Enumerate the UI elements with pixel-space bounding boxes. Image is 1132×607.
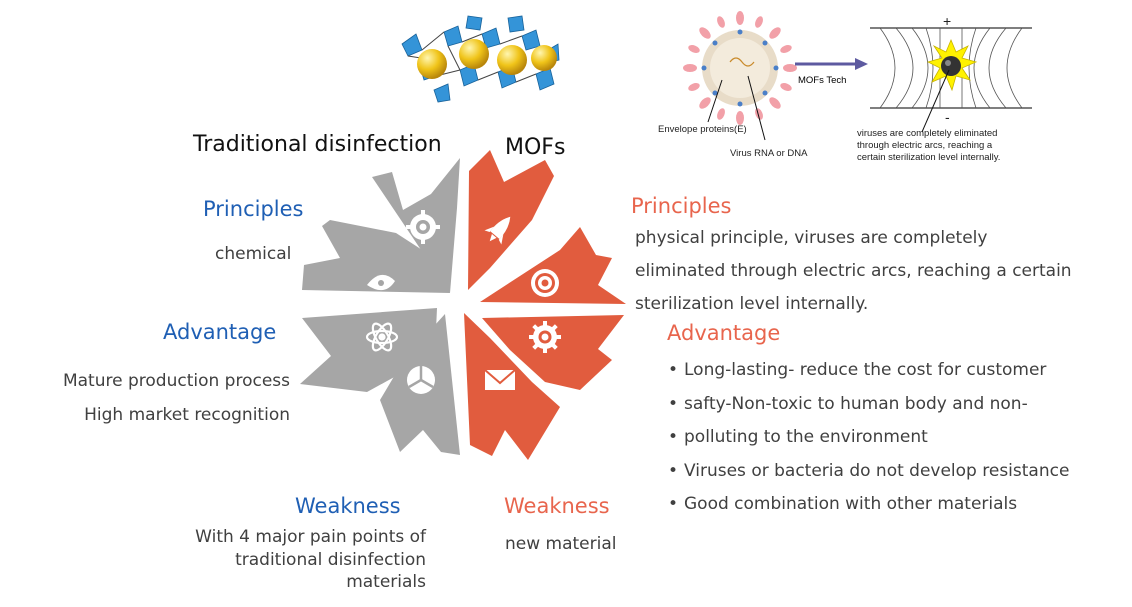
orange-petal-2 [480,227,626,304]
gray-petal-3 [300,308,437,392]
comparison-flower [300,150,626,460]
advantage-item: Long-lasting- reduce the cost for custom… [668,354,1069,388]
advantage-item: safty-Non-toxic to human body and non- [668,388,1069,422]
arrow-label: MOFs Tech [798,75,846,86]
left-advantage-text: Mature production process High market re… [63,364,290,432]
orange-petal-3 [482,315,624,390]
pie-icon [407,366,435,394]
plus-sign: + [943,13,951,29]
orange-petal-1 [468,150,554,290]
caption-line: certain sterilization level internally. [857,152,1001,163]
traditional-title: Traditional disinfection [193,132,442,157]
envelope-icon [484,369,516,390]
left-principles-text: chemical [215,244,292,264]
gear-icon [529,321,561,353]
rocket-icon [484,216,511,245]
eye-icon [367,274,395,291]
right-principles-heading: Principles [631,194,732,218]
right-weakness-heading: Weakness [504,494,610,518]
left-weakness-text: With 4 major pain points of traditional … [195,526,426,594]
right-weakness-text: new material [505,534,617,554]
advantage-item: Viruses or bacteria do not develop resis… [668,455,1069,489]
right-principles-line: eliminated through electric arcs, reachi… [635,261,1072,281]
left-advantage-line: High market recognition [84,405,290,425]
virus-mofs-illustration: MOFs Tech + - [683,11,1032,141]
caption-line: through electric arcs, reaching a [857,140,993,151]
left-advantage-line: Mature production process [62,371,290,391]
gear-icon [406,210,440,244]
caption-line: viruses are completely eliminated [857,128,998,139]
target-icon [531,269,559,297]
electric-field-panel: + - [870,13,1032,133]
left-weakness-line: materials [346,572,426,592]
right-principles-line: physical principle, viruses are complete… [635,228,988,248]
minus-sign: - [945,109,950,125]
left-principles-heading: Principles [203,197,304,221]
rna-label: Virus RNA or DNA [730,148,808,159]
virus-particle [683,11,797,141]
right-advantage-list: Long-lasting- reduce the cost for custom… [668,354,1069,522]
right-principles-text: physical principle, viruses are complete… [635,222,1072,321]
right-principles-line: sterilization level internally. [635,294,869,314]
illustration-caption: viruses are completely eliminated throug… [857,128,1000,164]
mof-crystal-image [401,15,560,103]
envelope-label: Envelope proteins(E) [658,124,747,135]
left-advantage-heading: Advantage [163,320,277,344]
gray-petal-2 [302,220,450,293]
advantage-item-continuation: polluting to the environment [668,421,1069,455]
mofs-title: MOFs [505,135,566,160]
left-weakness-heading: Weakness [295,494,401,518]
advantage-item: Good combination with other materials [668,488,1069,522]
atom-icon [365,322,399,352]
left-weakness-line: traditional disinfection [235,549,426,570]
left-weakness-line: With 4 major pain points of [195,527,426,547]
right-advantage-heading: Advantage [667,321,781,345]
